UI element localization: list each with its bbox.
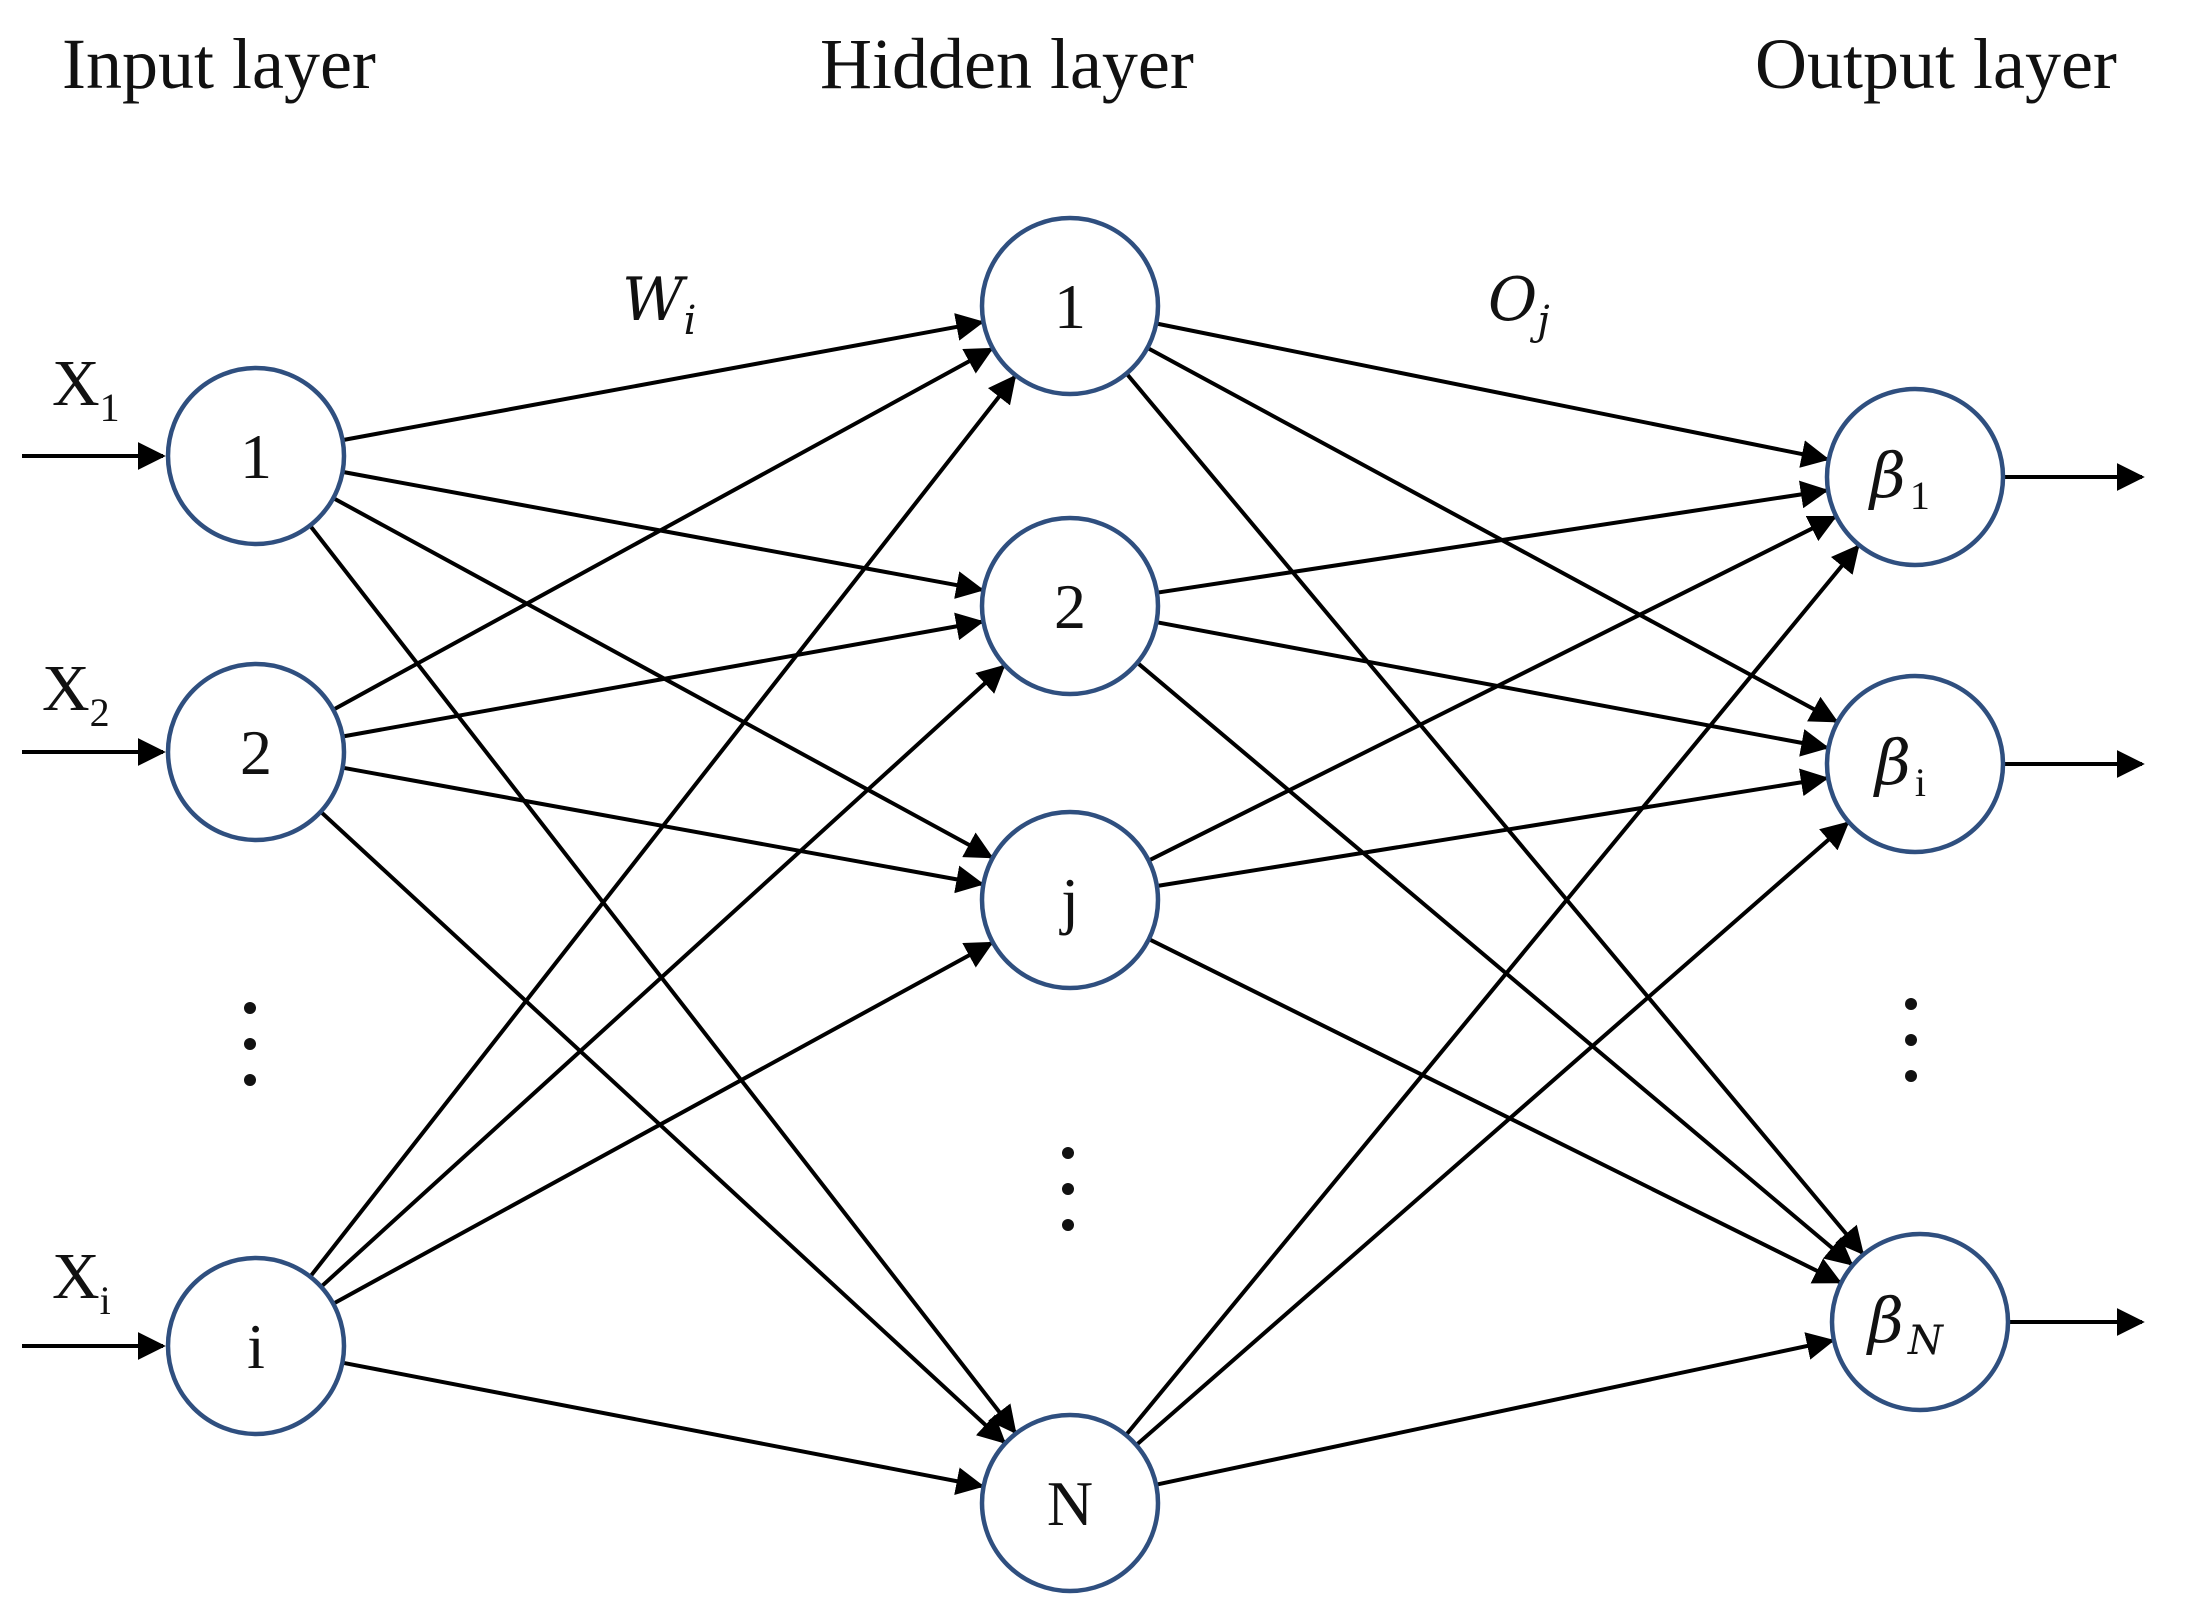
edge-hidden-4-to-output-1 [1124,544,1860,1437]
hidden-node-j-label: j [1059,865,1079,936]
edge-hidden-4-to-output-2 [1134,821,1850,1447]
edge-hidden-1-to-output-3 [1124,372,1864,1256]
edge-hidden-1-to-output-2 [1146,346,1839,723]
hidden-node-n: N [979,1412,1161,1594]
hidden-ellipsis [1062,1147,1074,1231]
hidden-node-1-label: 1 [1054,271,1086,342]
edge-input-2-to-hidden-1 [332,347,994,712]
hidden-node-1: 1 [979,215,1161,397]
input-ellipsis [244,1002,256,1086]
edge-input-3-to-hidden-3 [332,941,994,1306]
edge-hidden-3-to-output-2 [1156,768,1829,888]
edge-input-1-to-hidden-1 [342,313,985,443]
edge-input-3-to-hidden-4 [342,1360,985,1495]
hidden-node-j: j [979,809,1161,991]
edge-hidden-3-to-output-3 [1147,937,1842,1284]
input-node-2: 2 [165,661,347,843]
edge-hidden-2-to-output-2 [1156,620,1830,757]
edge-hidden-2-to-output-3 [1136,661,1854,1266]
hidden-layer-title: Hidden layer [820,24,1194,104]
input-label-x1: X1 [52,347,120,430]
hidden-node-n-label: N [1047,1468,1093,1539]
input-node-i: i [165,1255,347,1437]
input-node-1-label: 1 [240,421,272,492]
input-node-1: 1 [165,365,347,547]
hidden-node-2: 2 [979,515,1161,697]
output-layer-title: Output layer [1755,24,2117,104]
edge-input-2-to-hidden-2 [342,612,985,739]
input-node-i-label: i [247,1311,265,1382]
edge-hidden-1-to-output-1 [1155,321,1830,468]
input-label-x2: X2 [42,652,110,735]
edge-input-3-to-hidden-2 [319,664,1006,1289]
edge-hidden-4-to-output-3 [1155,1332,1835,1487]
weight-label-o: Oj [1488,265,1550,344]
weight-label-w: Wi [622,265,696,344]
connections-group [308,313,1864,1495]
edge-input-2-to-hidden-4 [319,810,1006,1444]
input-node-2-label: 2 [240,717,272,788]
output-ellipsis [1905,998,1917,1082]
edge-hidden-3-to-output-1 [1147,515,1838,863]
input-label-xi: Xi [52,1240,111,1323]
hidden-node-2-label: 2 [1054,571,1086,642]
input-layer-title: Input layer [62,24,376,104]
edge-input-3-to-hidden-1 [308,374,1017,1278]
edge-hidden-2-to-output-1 [1156,480,1829,595]
